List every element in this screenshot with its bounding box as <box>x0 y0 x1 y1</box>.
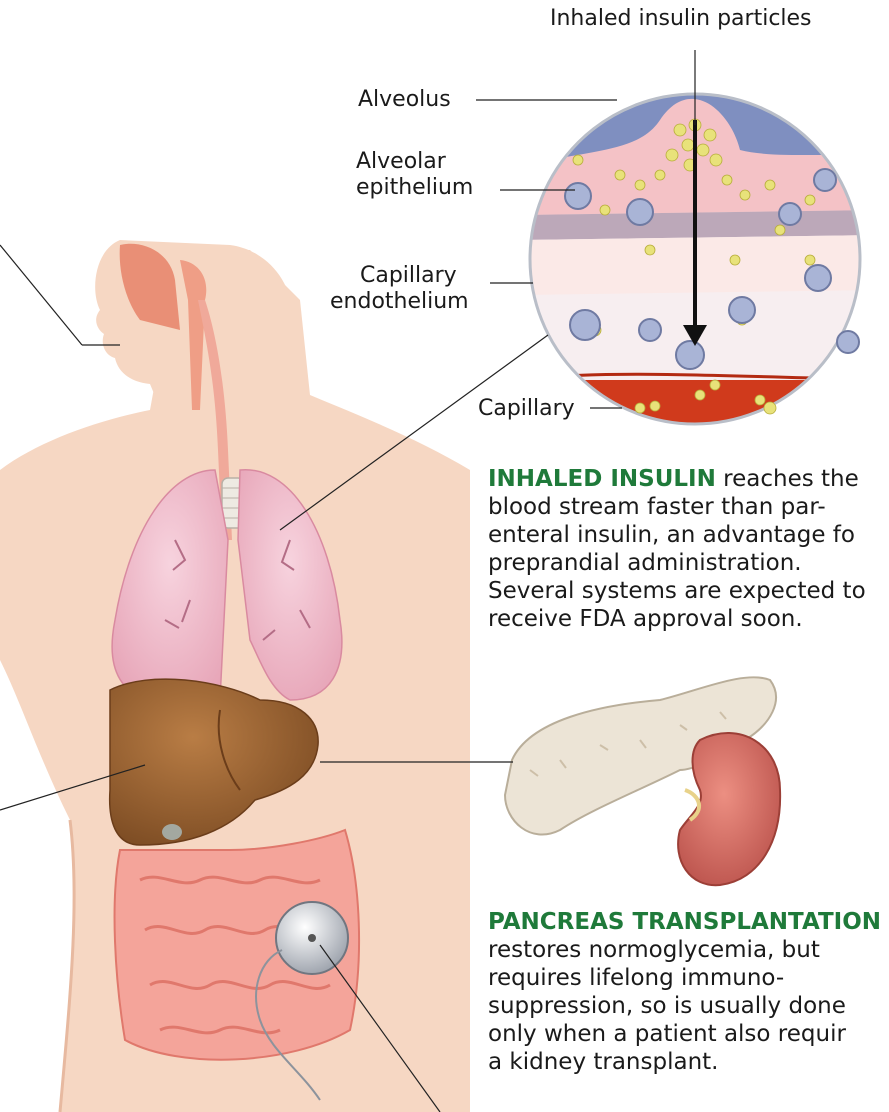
pancreas-line5: a kidney transplant. <box>488 1048 881 1076</box>
label-alveolar-epithelium: Alveolar epithelium <box>356 149 496 201</box>
label-alveolus: Alveolus <box>358 87 451 113</box>
pancreas-line2: requires lifelong immuno- <box>488 964 881 992</box>
alveolus-magnified-view <box>520 90 880 430</box>
inhaled-insulin-line1: blood stream faster than par- <box>488 493 866 521</box>
inhaled-insulin-caption: INHALED INSULIN reaches the blood stream… <box>488 465 866 633</box>
inhaled-insulin-line3: preprandial administration. <box>488 549 866 577</box>
inhaled-insulin-line5: receive FDA approval soon. <box>488 605 866 633</box>
label-alveolar-epithelium-line1: Alveolar <box>356 149 496 175</box>
head <box>95 240 300 420</box>
label-alveolar-epithelium-line2: epithelium <box>356 175 496 201</box>
inhaled-insulin-heading: INHALED INSULIN <box>488 466 716 492</box>
inhaled-insulin-line4: Several systems are expected to <box>488 577 866 605</box>
label-capillary-endothelium-line1: Capillary <box>330 263 469 289</box>
label-capillary: Capillary <box>478 396 575 422</box>
pancreas-heading: PANCREAS TRANSPLANTATION <box>488 908 881 936</box>
label-capillary-endothelium: Capillary endothelium <box>330 263 469 315</box>
pancreas-caption: PANCREAS TRANSPLANTATION restores normog… <box>488 908 881 1076</box>
pancreas-line3: suppression, so is usually done <box>488 992 881 1020</box>
label-capillary-endothelium-line2: endothelium <box>330 289 469 315</box>
label-inhaled-particles: Inhaled insulin particles <box>550 6 812 32</box>
kidney <box>678 733 780 885</box>
pancreas-line4: only when a patient also requir <box>488 1020 881 1048</box>
pancreas-line1: restores normoglycemia, but <box>488 936 881 964</box>
inhaled-insulin-line0: reaches the <box>716 466 859 492</box>
inhaled-insulin-line2: enteral insulin, an advantage fo <box>488 521 866 549</box>
